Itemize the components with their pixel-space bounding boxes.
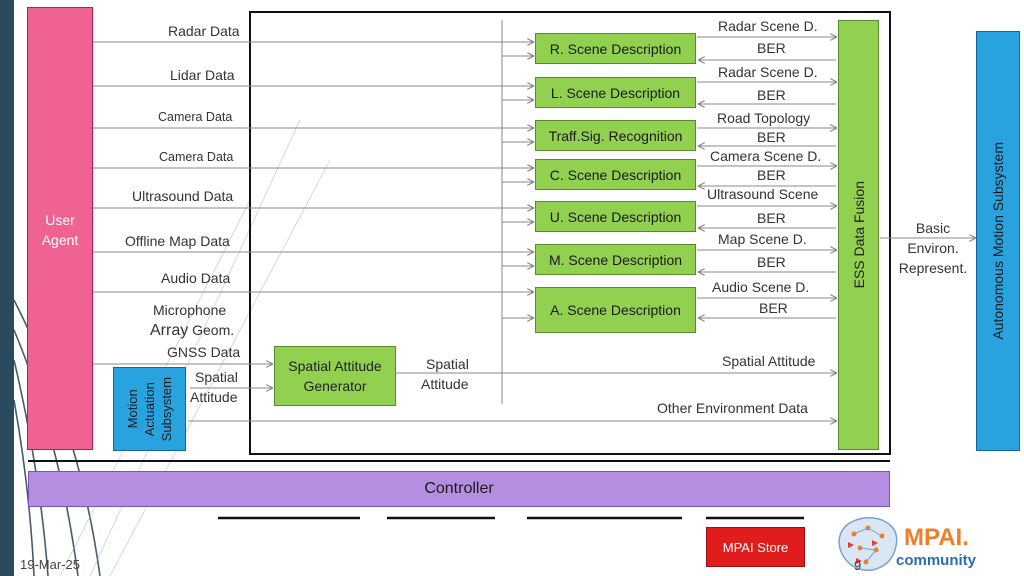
user-agent-label-1: User <box>45 212 75 228</box>
camera-data-label-1: Camera Data <box>158 110 233 124</box>
offline-map-data-label: Offline Map Data <box>125 233 230 249</box>
footer-date: 19-Mar-25 <box>20 557 80 572</box>
basic-label-2: Environ. <box>907 240 959 256</box>
spatial-attitude-generator-box[interactable]: Spatial Attitude Generator <box>274 346 396 406</box>
controller-bar[interactable]: Controller <box>28 471 890 507</box>
autonomous-motion-subsystem-label: Autonomous Motion Subsystem <box>990 142 1006 340</box>
main-frame <box>249 11 891 455</box>
lidar-ber-label: BER <box>757 87 786 103</box>
audio-scene-output-label: Audio Scene D. <box>712 279 810 295</box>
mpai-store-label: MPAI Store <box>722 539 789 555</box>
spatial-generator-label-2: Generator <box>303 378 367 394</box>
autonomous-motion-subsystem-box[interactable]: Autonomous Motion Subsystem <box>976 31 1020 451</box>
traffic-ber-label: BER <box>757 129 786 145</box>
array-label-big: Array <box>150 322 189 339</box>
basic-label-3: Represent. <box>898 260 968 276</box>
gnss-data-label: GNSS Data <box>167 344 241 360</box>
spatial-output-label-1: Spatial <box>426 356 469 372</box>
mpai-store-box[interactable]: MPAI Store <box>706 527 805 567</box>
ultrasound-scene-description-box[interactable]: U. Scene Description <box>535 201 696 232</box>
user-agent-box[interactable]: User Agent <box>27 7 93 450</box>
actuation-label: Actuation <box>142 381 157 437</box>
spatial-attitude-output-label: Spatial Attitude <box>722 353 816 369</box>
map-scene-output-label: Map Scene D. <box>718 231 807 247</box>
road-topology-label: Road Topology <box>717 110 811 126</box>
radar-ber-label: BER <box>757 40 786 56</box>
audio-ber-label: BER <box>759 300 788 316</box>
page-number: 9 <box>854 558 862 573</box>
basic-label-1: Basic <box>915 220 951 236</box>
ess-data-fusion-label: ESS Data Fusion <box>850 181 867 289</box>
controller-label: Controller <box>424 480 494 497</box>
traffic-signal-recognition-box[interactable]: Traff.Sig. Recognition <box>535 120 696 151</box>
audio-scene-description-box[interactable]: A. Scene Description <box>535 287 696 333</box>
spatial-output-label-2: Attitude <box>421 376 469 392</box>
mpai-logo-text: MPAI. <box>904 524 969 551</box>
array-label: Array Geom. <box>150 322 234 340</box>
ultrasound-ber-label: BER <box>757 210 786 226</box>
camera-scene-description-box[interactable]: C. Scene Description <box>535 159 696 190</box>
camera-scene-output-label: Camera Scene D. <box>710 148 822 164</box>
mpai-logo-icon <box>838 517 898 571</box>
map-ber-label: BER <box>757 254 786 270</box>
array-label-small: Geom. <box>192 322 235 338</box>
user-agent-label-2: Agent <box>41 232 79 248</box>
other-environment-data-label: Other Environment Data <box>657 400 808 416</box>
microphone-label: Microphone <box>153 302 227 318</box>
spatial-generator-label-1: Spatial Attitude <box>288 358 382 374</box>
audio-data-label: Audio Data <box>161 270 231 286</box>
radar-data-label: Radar Data <box>168 23 240 39</box>
ultrasound-scene-output-label: Ultrasound Scene <box>707 186 819 202</box>
motion-actuation-subsystem-box[interactable]: Motion Actuation Subsystem <box>113 367 186 451</box>
lidar-scene-description-box[interactable]: L. Scene Description <box>535 77 696 108</box>
radar-scene-output-label: Radar Scene D. <box>718 18 818 34</box>
radar-scene-description-box[interactable]: R. Scene Description <box>535 33 696 64</box>
subsystem-label: Subsystem <box>159 376 174 442</box>
mpai-logo-subtext: community <box>896 552 977 569</box>
map-scene-description-box[interactable]: M. Scene Description <box>535 244 696 275</box>
motion-label: Motion <box>125 389 140 429</box>
lidar-data-label: Lidar Data <box>170 67 235 83</box>
ess-data-fusion-box[interactable]: ESS Data Fusion <box>838 20 879 450</box>
camera-data-label-2: Camera Data <box>159 150 234 164</box>
lidar-scene-output-label: Radar Scene D. <box>718 64 818 80</box>
basic-environment-representation-label: Basic Environ. Represent. <box>893 218 973 278</box>
spatial-input-label-1: Spatial <box>195 369 238 385</box>
camera-ber-label: BER <box>757 167 786 183</box>
ultrasound-data-label: Ultrasound Data <box>132 188 234 204</box>
spatial-input-label-2: Attitude <box>190 389 238 405</box>
